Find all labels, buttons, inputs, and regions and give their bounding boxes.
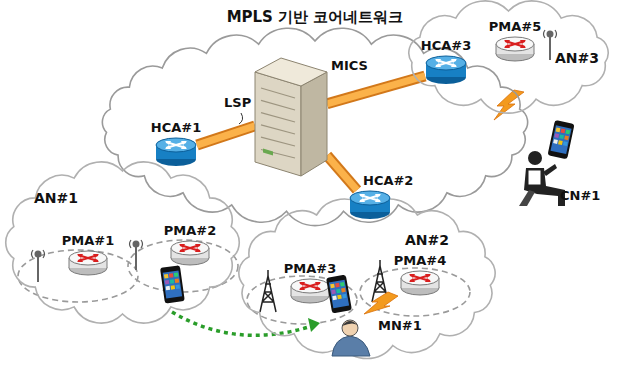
lsp-band-stroke [327, 155, 357, 190]
lsp-band-stroke [327, 155, 357, 190]
antenna-waves [32, 30, 557, 258]
mn-shape [322, 278, 372, 356]
router-icon: HCA#2 [349, 190, 391, 220]
device-label: PMA#4 [394, 253, 446, 269]
lsp-band-stroke [197, 126, 255, 145]
pma-shape [290, 278, 330, 304]
access-network-cloud: AN#2PMA#3PMA#4MN#1 [232, 198, 502, 358]
router-icon: PMA#3 [290, 278, 330, 304]
device-label: CN#1 [560, 188, 600, 204]
lsp-band [327, 76, 425, 104]
lsp-band-stroke [327, 76, 425, 104]
router-icon: HCA#3 [425, 55, 467, 85]
router-icon: HCA#1 [155, 137, 197, 167]
callout-label: LSP [224, 95, 251, 111]
pma-shape [400, 270, 440, 296]
device-label: MICS [331, 58, 368, 74]
cell-tower [260, 260, 388, 312]
radio-link-bolt [364, 292, 398, 314]
pma-shape [170, 240, 210, 266]
device-label: PMA#5 [489, 19, 541, 35]
router-icon: PMA#5 [495, 36, 535, 62]
network-label: AN#3 [555, 50, 599, 67]
network-label: MPLS 기반 코어네트워크 [227, 8, 404, 26]
network-label: AN#2 [405, 232, 449, 249]
router-icon: PMA#2 [170, 240, 210, 266]
coverage-area [18, 250, 138, 302]
user-figure: MN#1 [322, 278, 372, 356]
router-icon: PMA#1 [68, 250, 108, 276]
device-label: PMA#1 [62, 233, 114, 249]
lsp-band [327, 155, 357, 190]
hca-shape [349, 190, 391, 220]
device-label: PMA#2 [164, 223, 216, 239]
device-label: HCA#2 [363, 173, 413, 189]
handover-arrow [172, 312, 312, 335]
hca-shape [425, 55, 467, 85]
mobile-phone [160, 265, 185, 303]
device-label: HCA#3 [421, 38, 471, 54]
cloud-shape [232, 198, 502, 358]
cloud-shape [0, 160, 245, 325]
server-icon: MICS [255, 52, 327, 176]
access-network-cloud: AN#1PMA#1 PMA#2 [0, 160, 245, 325]
device-label: HCA#1 [151, 120, 201, 136]
network-label: AN#1 [34, 190, 78, 207]
device-label: PMA#3 [284, 261, 336, 277]
antenna [36, 32, 553, 283]
handover-arrowhead [308, 318, 320, 332]
router-icon: PMA#4 [400, 270, 440, 296]
server-shape [255, 52, 327, 176]
lsp-band-stroke [197, 126, 255, 145]
user-figure: CN#1 [515, 118, 595, 208]
lsp-band [197, 126, 255, 145]
coverage-area [247, 276, 357, 324]
access-network-cloud: AN#3 PMA#5 [400, 0, 617, 112]
pma-shape [495, 36, 535, 62]
hca-shape [155, 137, 197, 167]
leader-line [239, 113, 243, 124]
lsp-band-stroke [327, 76, 425, 104]
device-label: MN#1 [378, 318, 422, 334]
pma-shape [68, 250, 108, 276]
